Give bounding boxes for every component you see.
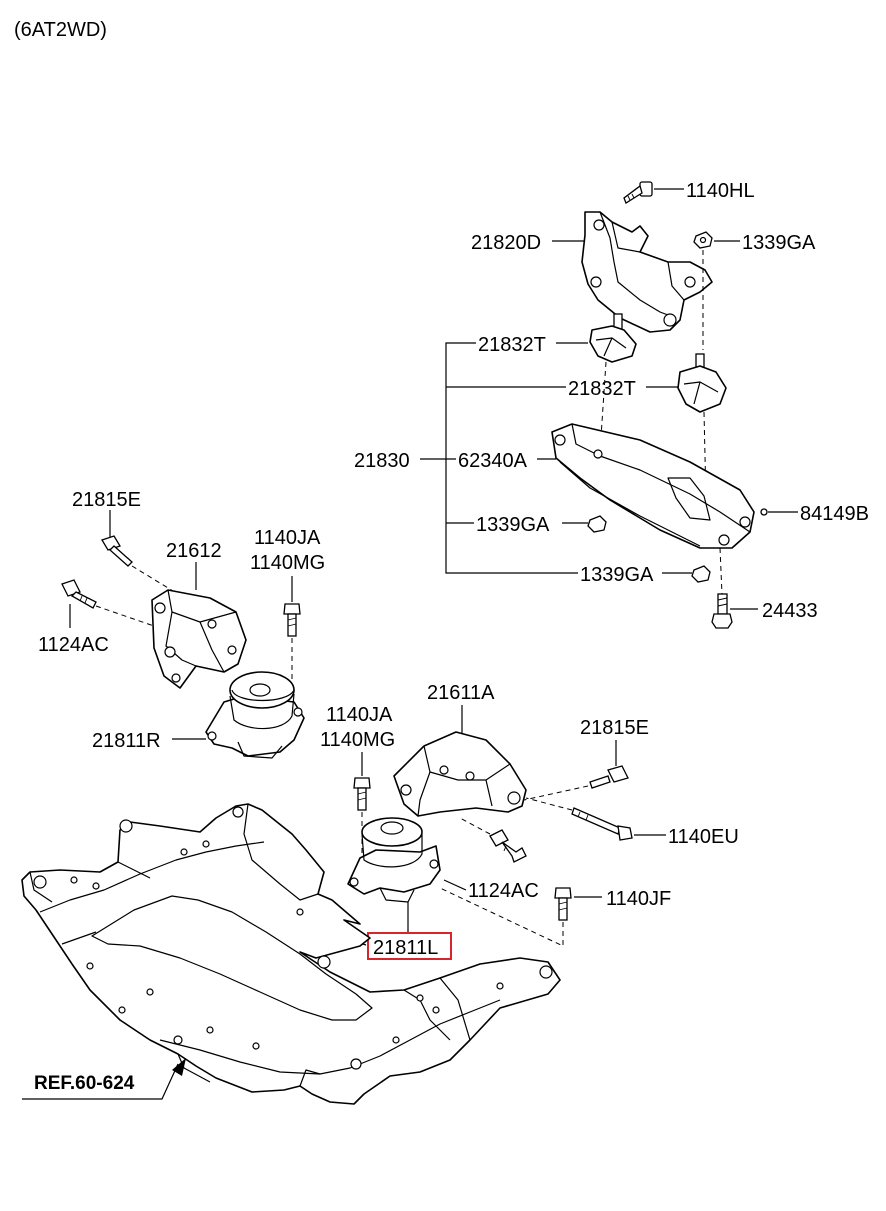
label-21612[interactable]: 21612	[166, 540, 222, 562]
bolt-21815E-right[interactable]	[589, 765, 629, 789]
ref-arrow-icon	[172, 1058, 186, 1076]
highlight-box-21811L	[367, 932, 452, 960]
bolt-21815E-left[interactable]	[101, 535, 133, 567]
label-1140MG-left[interactable]: 1140MG	[250, 552, 325, 574]
label-1140JA-right[interactable]: 1140JA	[326, 704, 393, 726]
label-1140JF[interactable]: 1140JF	[606, 888, 671, 910]
label-1124AC-left[interactable]: 1124AC	[38, 634, 109, 656]
label-1339GA-low[interactable]: 1339GA	[580, 564, 654, 586]
label-21832T-b[interactable]: 21832T	[568, 378, 636, 400]
label-21811L[interactable]: 21811L	[373, 937, 438, 959]
label-1140EU[interactable]: 1140EU	[668, 826, 739, 848]
variant-header: (6AT2WD)	[14, 19, 107, 41]
bracket-21611A[interactable]	[393, 731, 527, 817]
bolt-1140JA-right[interactable]	[353, 777, 371, 811]
ref-label[interactable]: REF.60-624	[34, 1073, 135, 1094]
nut-1339GA-low[interactable]	[691, 565, 711, 583]
label-1339GA-mid[interactable]: 1339GA	[476, 514, 550, 536]
label-1140JA-left[interactable]: 1140JA	[254, 527, 321, 549]
bracket-21820D[interactable]	[581, 211, 713, 333]
crossmember-62340A[interactable]	[551, 423, 755, 549]
label-62340A[interactable]: 62340A	[458, 450, 528, 472]
bolt-1140HL[interactable]	[623, 181, 653, 204]
insulator-21811L[interactable]	[347, 817, 441, 903]
label-21830[interactable]: 21830	[354, 450, 410, 472]
label-1124AC-right[interactable]: 1124AC	[468, 880, 539, 902]
insulator-21811R[interactable]	[205, 671, 305, 759]
label-1339GA-top[interactable]: 1339GA	[742, 232, 816, 254]
bolt-1124AC-left[interactable]	[61, 579, 97, 609]
insulator-21832T-a[interactable]	[589, 313, 637, 363]
bracket-21612[interactable]	[151, 589, 247, 689]
plug-84149B[interactable]	[760, 508, 768, 516]
label-24433[interactable]: 24433	[762, 600, 818, 622]
subframe[interactable]	[21, 803, 561, 1105]
bolt-1124AC-right[interactable]	[489, 829, 527, 863]
label-21815E-left[interactable]: 21815E	[72, 489, 141, 511]
label-21820D[interactable]: 21820D	[471, 232, 541, 254]
bolt-1140JA-left[interactable]	[283, 603, 301, 637]
bolt-1140JF[interactable]	[554, 887, 572, 921]
bolt-24433[interactable]	[711, 593, 733, 629]
nut-1339GA-top[interactable]	[693, 231, 713, 249]
label-1140MG-right[interactable]: 1140MG	[320, 729, 395, 751]
label-21815E-right[interactable]: 21815E	[580, 717, 649, 739]
bolt-1140EU[interactable]	[571, 807, 633, 841]
nut-1339GA-mid[interactable]	[587, 515, 607, 533]
insulator-21832T-b[interactable]	[677, 353, 727, 413]
label-21811R[interactable]: 21811R	[92, 730, 161, 752]
label-1140HL[interactable]: 1140HL	[686, 180, 755, 202]
label-21832T-a[interactable]: 21832T	[478, 334, 546, 356]
label-84149B[interactable]: 84149B	[800, 503, 869, 525]
label-21611A[interactable]: 21611A	[427, 682, 495, 704]
